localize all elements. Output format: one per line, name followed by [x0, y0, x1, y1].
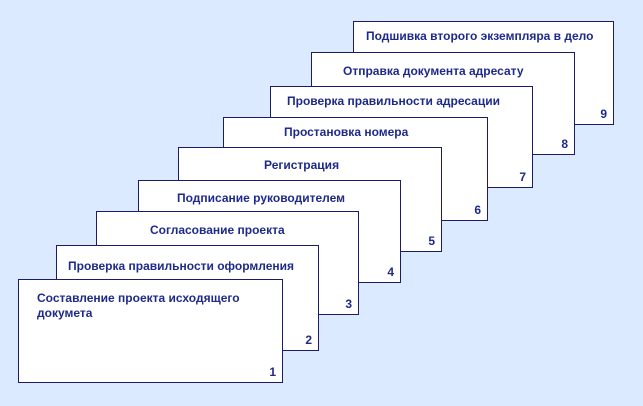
step-number-6: 6 [474, 203, 481, 217]
step-number-5: 5 [428, 234, 435, 248]
step-number-9: 9 [600, 107, 607, 121]
step-title-3: Согласование проекта [150, 223, 285, 237]
step-title-4: Подписание руководителем [177, 191, 345, 205]
step-title-5: Регистрация [264, 158, 340, 172]
step-title-7: Проверка правильности адресации [287, 94, 500, 108]
step-title-2: Проверка правильности оформления [68, 259, 295, 273]
step-title-8: Отправка документа адресату [343, 64, 524, 78]
step-number-4: 4 [387, 265, 394, 279]
step-card-1: Составление проекта исходящего докумета … [18, 279, 283, 383]
step-title-9: Подшивка второго экземпляра в дело [366, 29, 594, 43]
step-title-6: Простановка номера [284, 125, 409, 139]
step-number-1: 1 [269, 365, 276, 379]
step-number-7: 7 [519, 170, 526, 184]
step-number-3: 3 [345, 297, 352, 311]
step-number-2: 2 [305, 333, 312, 347]
step-title-1: Составление проекта исходящего докумета [37, 291, 240, 320]
step-number-8: 8 [561, 137, 568, 151]
